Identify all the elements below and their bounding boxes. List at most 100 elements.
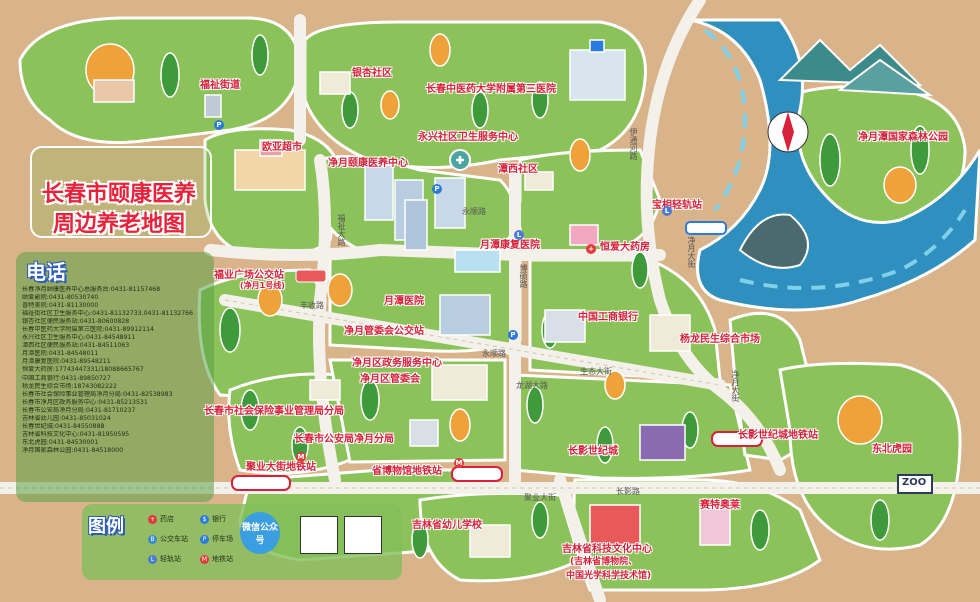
label-jingyue-yikang: 净月颐康医养中心	[328, 158, 408, 169]
label-yanglong-market: 杨龙民生综合市场	[680, 334, 760, 345]
road-label-changying: 长影路	[616, 487, 640, 496]
metro-icon: M	[200, 554, 209, 564]
phone-entry: 月潭医院:0431-84548011	[22, 350, 99, 358]
phone-entry: 长春市公安局净月分局:0431-81710237	[22, 406, 136, 414]
label-jingyue-committee: 净月区管委会	[360, 374, 420, 385]
label-tanxi-community: 潭西社区	[498, 164, 538, 175]
phone-list: 长春净月颐康医养中心总服务台:0431-81157468 颐爱副院:0431-8…	[22, 286, 212, 455]
legend-heading: 图例	[88, 516, 124, 537]
label-fuzhi-street: 福祉街道	[200, 80, 240, 91]
phone-entry: 普特美院:0431-81130000	[22, 302, 99, 310]
label-jingyue-bus: 净月管委会公交站	[344, 326, 424, 337]
phone-entry: 永兴社区卫生服务中心:0431-84548911	[22, 334, 136, 342]
label-science-center: 吉林省科技文化中心	[562, 544, 652, 555]
lrt-icon[interactable]: L	[514, 230, 524, 240]
phone-entry: 净月国家森林公园:0431-84518000	[22, 446, 124, 454]
phone-entry: 恒爱大药房:17743447331/18088665767	[22, 366, 144, 374]
label-hengai-pharmacy: 恒爱大药房	[600, 242, 650, 253]
phone-entry: 吉林省幼儿园:0431-85031024	[22, 414, 111, 422]
label-baoyu-lrt: 宝相轻轨站	[652, 200, 702, 211]
road-label-bohai: 伊通河路	[629, 128, 638, 160]
pharmacy-icon[interactable]: +	[586, 244, 596, 254]
road-label-yongshun: 永顺路	[462, 207, 486, 216]
road-label-century: 永顺路	[482, 349, 506, 358]
label-forest-park: 净月潭国家森林公园	[858, 132, 948, 143]
label-museum-metro: 省博物馆地铁站	[372, 466, 442, 477]
label-tcm-hospital: 长春中医药大学附属第三医院	[426, 84, 556, 95]
label-icbc: 中国工商银行	[578, 312, 638, 323]
road-label-jingyue2: 净月大街	[731, 370, 740, 402]
parking-icon[interactable]: P	[508, 330, 518, 340]
label-science-center-sub2: 中国光学科学技术馆)	[566, 571, 652, 581]
parking-icon[interactable]: P	[214, 120, 224, 130]
phone-entry: 中国工商银行:0431-89850727	[22, 374, 111, 382]
label-century-city: 长影世纪城	[568, 446, 618, 457]
label-juye-metro: 聚业大街地铁站	[246, 462, 316, 473]
phone-entry: 长春市净月区政务服务中心:0431-85213531	[22, 398, 148, 406]
qr-code-2[interactable]	[344, 516, 382, 554]
legend-item-bank: $银行	[200, 514, 226, 524]
qr-code-1[interactable]	[300, 516, 338, 554]
pharmacy-icon: +	[148, 514, 157, 524]
label-jingyue-gov: 净月区政务服务中心	[352, 358, 442, 369]
map-title: 长春市颐康医养	[41, 182, 196, 207]
road-label-longhu: 龙湖大路	[516, 381, 548, 390]
compass-icon	[767, 111, 809, 153]
phone-entry: 长春世纪城:0431-84550888	[22, 422, 105, 430]
phone-entry: 杨龙民生综合市场:18743082222	[22, 382, 117, 390]
label-oya-supermarket: 欧亚超市	[262, 142, 302, 153]
phone-entry: 长春净月颐康医养中心总服务台:0431-81157468	[22, 286, 161, 293]
road-label-boshuo: 博硕路	[519, 264, 528, 288]
phone-entry: 银杏社区便民服务站:0431-80600828	[22, 318, 130, 326]
phone-entry: 月潭康复医院:0431-89548211	[22, 358, 111, 366]
lrt-icon[interactable]: L	[662, 206, 672, 216]
zoo-sign: ZOO	[902, 477, 927, 488]
buildings	[93, 39, 731, 558]
label-kindergarten: 吉林省幼儿学校	[412, 520, 482, 531]
label-tiger-park: 东北虎园	[872, 444, 912, 455]
parking-icon[interactable]: P	[432, 184, 442, 194]
title-frame	[30, 146, 212, 238]
phone-entry: 福祉街社区卫生服务中心:0431-81132733,0431-81132766	[22, 310, 194, 318]
phone-entry: 长春市社会保险事业管理局净月分局:0431-82538983	[22, 390, 173, 398]
label-police: 长春市公安局净月分局	[294, 434, 394, 445]
metro-icon[interactable]: M	[454, 458, 464, 468]
phone-entry: 东北虎园:0431-84530001	[22, 438, 99, 446]
phone-entry: 颐爱副院:0431-80530740	[22, 294, 99, 302]
label-yinxing-community: 银杏社区	[352, 68, 392, 79]
phone-panel	[16, 252, 214, 502]
label-science-center-sub1: (吉林省博物院、	[570, 557, 638, 567]
label-fuye-bus-sub: (净月1号线)	[240, 281, 285, 290]
health-center-icon	[449, 149, 471, 171]
phone-entry: 长春中医药大学附属第三医院:0431-89912114	[22, 326, 154, 334]
map-subtitle: 周边养老地图	[52, 212, 185, 237]
phone-heading: 电话	[26, 260, 66, 284]
parking-icon: P	[200, 534, 209, 544]
bank-icon: $	[200, 514, 209, 524]
zoo-sign-board	[897, 474, 933, 494]
trees	[85, 33, 930, 559]
label-fuye-bus: 福业广场公交站	[214, 270, 284, 281]
label-social-insurance: 长春市社会保险事业管理局分局	[204, 406, 344, 417]
label-yuetan-hospital: 月潭医院	[384, 296, 424, 307]
wechat-label: 微信公众号	[240, 512, 280, 554]
river-wave	[739, 208, 967, 290]
label-yongxing-health: 永兴社区卫生服务中心	[418, 132, 518, 143]
legend-item-pharmacy: +药店	[148, 514, 174, 524]
metro-icon[interactable]: M	[296, 452, 306, 462]
road-label-juye: 聚业大街	[524, 493, 556, 502]
label-century-city-lrt: 长影世纪城地铁站	[738, 430, 818, 441]
river-wave	[703, 28, 748, 212]
phone-entry: 吉林省科技文化中心:0431-81950595	[22, 430, 130, 438]
road-label-yanyuan: 生态大街	[580, 367, 612, 376]
road-label-yanhe: 丰收路	[300, 301, 324, 310]
bus-icon: B	[148, 534, 157, 544]
label-yuetan-rehab: 月潭康复医院	[480, 240, 540, 251]
lrt-icon: L	[148, 554, 157, 564]
label-sight-chamber: 赛特奥莱	[700, 500, 740, 511]
mountains	[738, 38, 934, 269]
